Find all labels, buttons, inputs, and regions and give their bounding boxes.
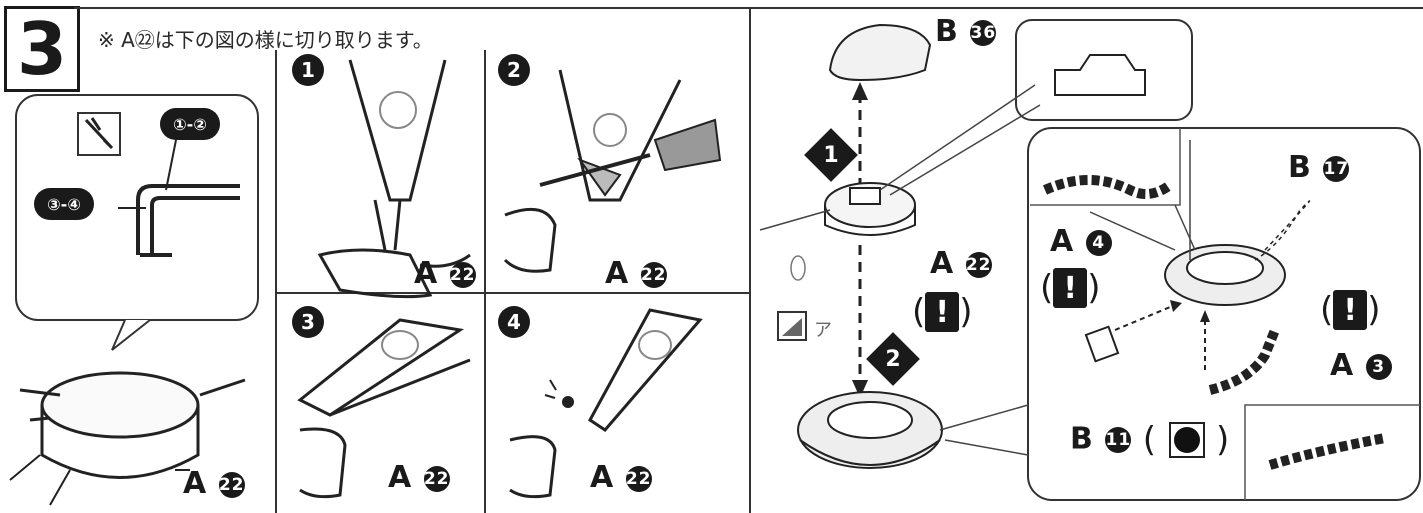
a3-label: A 3	[1330, 348, 1392, 383]
center-part-label: A 22	[930, 246, 992, 281]
a4-warning: (!)	[1040, 268, 1101, 308]
warning-icon: !	[1333, 290, 1367, 330]
warning-icon: !	[1053, 268, 1087, 308]
center-part-warning: (!)	[912, 292, 973, 332]
assembly-step-2-marker: 2	[866, 332, 920, 386]
assembly-step-1-marker: 1	[804, 128, 858, 182]
black-color-swatch-icon	[1169, 422, 1205, 458]
b17-label: B 17	[1288, 150, 1349, 185]
b11-label: B 11 ( )	[1070, 420, 1230, 460]
a4-label: A 4	[1050, 224, 1112, 259]
warning-icon: !	[925, 292, 959, 332]
top-part-label: B 36	[935, 14, 996, 49]
a3-warning: (!)	[1320, 290, 1381, 330]
sticker-label: ア	[814, 316, 832, 342]
